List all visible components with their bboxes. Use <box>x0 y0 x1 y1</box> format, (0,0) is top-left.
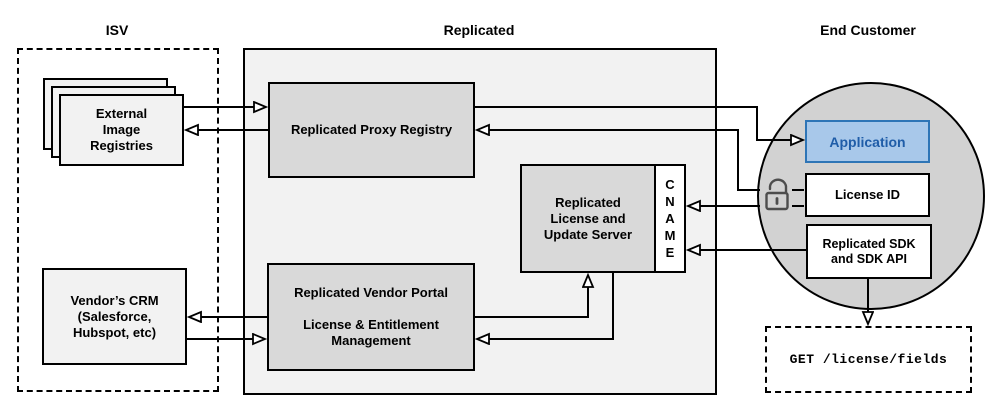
cname-label: C N A M E <box>664 177 676 260</box>
get-license-fields-node: GET /license/fields <box>765 326 972 393</box>
isv-header: ISV <box>105 22 129 38</box>
external-image-registries-label: External Image Registries <box>90 106 153 153</box>
padlock-shackle <box>768 178 788 195</box>
replicated-vendor-portal-label: Replicated Vendor Portal License & Entit… <box>294 285 448 348</box>
application-label: Application <box>829 133 906 150</box>
license-id-label: License ID <box>834 187 901 202</box>
replicated-sdk-label: Replicated SDK and SDK API <box>822 236 916 266</box>
open-padlock-icon <box>765 178 789 211</box>
replicated-license-update-server-node: Replicated License and Update Server <box>520 164 656 273</box>
replicated-proxy-registry-label: Replicated Proxy Registry <box>290 122 453 137</box>
application-node: Application <box>805 120 930 163</box>
license-id-node: License ID <box>805 173 930 217</box>
external-image-registries-node: External Image Registries <box>59 94 184 166</box>
replicated-header: Replicated <box>443 22 515 38</box>
cname-node: C N A M E <box>654 164 686 273</box>
replicated-license-update-server-label: Replicated License and Update Server <box>543 194 633 242</box>
replicated-sdk-node: Replicated SDK and SDK API <box>806 224 932 279</box>
padlock-body <box>765 191 789 211</box>
get-license-fields-label: GET /license/fields <box>789 352 948 367</box>
end-customer-header: End Customer <box>820 22 916 38</box>
vendors-crm-label: Vendor’s CRM (Salesforce, Hubspot, etc) <box>70 292 159 340</box>
replicated-proxy-registry-node: Replicated Proxy Registry <box>268 82 475 178</box>
vendors-crm-node: Vendor’s CRM (Salesforce, Hubspot, etc) <box>42 268 187 365</box>
replicated-vendor-portal-node: Replicated Vendor Portal License & Entit… <box>267 263 475 371</box>
isv-group-boundary <box>17 48 219 392</box>
